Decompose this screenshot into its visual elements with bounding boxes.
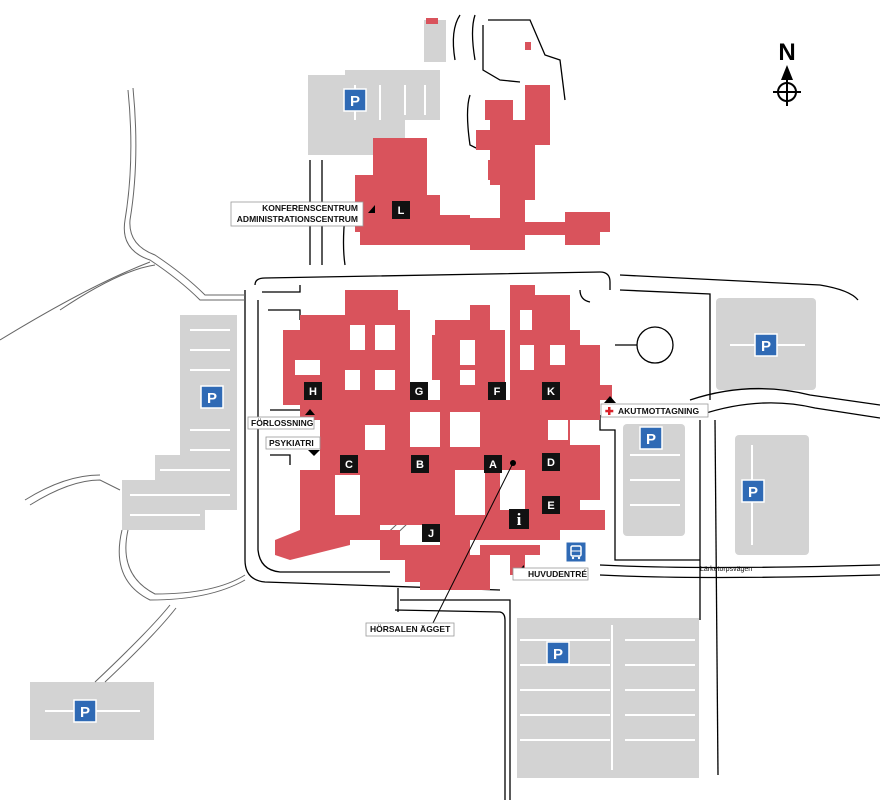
building-marker-label: G bbox=[415, 386, 424, 398]
building-marker-j[interactable]: J bbox=[422, 524, 440, 542]
parking-icon[interactable]: P bbox=[754, 333, 778, 357]
building-marker-label: J bbox=[428, 528, 434, 540]
label-horsalen: HÖRSALEN ÄGGET bbox=[365, 622, 455, 637]
svg-text:KONFERENSCENTRUM: KONFERENSCENTRUM bbox=[262, 203, 358, 213]
building-marker-a[interactable]: A bbox=[484, 455, 502, 473]
red-cross-icon bbox=[605, 407, 614, 415]
building-marker-h[interactable]: H bbox=[304, 382, 322, 400]
parking-icon[interactable]: P bbox=[200, 385, 224, 409]
parking-icon-label: P bbox=[207, 390, 217, 407]
building-marker-g[interactable]: G bbox=[410, 382, 428, 400]
building-marker-label: H bbox=[309, 386, 317, 398]
building-marker-label: A bbox=[489, 459, 497, 471]
svg-text:PSYKIATRI: PSYKIATRI bbox=[269, 438, 314, 448]
label-huvudentre: HUVUDENTRÉ bbox=[512, 567, 589, 581]
parking-icon[interactable]: P bbox=[73, 699, 97, 723]
parking-icon-label: P bbox=[646, 431, 656, 448]
svg-text:HUVUDENTRÉ: HUVUDENTRÉ bbox=[528, 569, 587, 579]
parking-icon-label: P bbox=[748, 484, 758, 501]
building-marker-label: E bbox=[547, 500, 554, 512]
parking-icon-label: P bbox=[761, 338, 771, 355]
label-larketorpsvagen: Lärketorpsvägen bbox=[700, 566, 752, 573]
compass-icon: N bbox=[773, 39, 801, 106]
parking-icon[interactable]: P bbox=[639, 426, 663, 450]
label-akutmottagning: AKUTMOTTAGNING bbox=[600, 403, 709, 418]
building-marker-label: L bbox=[398, 205, 405, 217]
parking-areas bbox=[30, 20, 816, 778]
label-forlossning: FÖRLOSSNING bbox=[247, 416, 315, 430]
svg-text:HÖRSALEN ÄGGET: HÖRSALEN ÄGGET bbox=[370, 624, 451, 634]
label-psykiatri: PSYKIATRI bbox=[265, 436, 321, 450]
building-markers: L H G F K C B A D E J bbox=[304, 201, 560, 542]
building-marker-e[interactable]: E bbox=[542, 496, 560, 514]
parking-icon-label: P bbox=[80, 704, 90, 721]
courtyards bbox=[295, 310, 568, 515]
building-marker-d[interactable]: D bbox=[542, 453, 560, 471]
building-marker-l[interactable]: L bbox=[392, 201, 410, 219]
horsalen-pointer bbox=[431, 460, 516, 626]
building-marker-k[interactable]: K bbox=[542, 382, 560, 400]
building-marker-label: B bbox=[416, 459, 424, 471]
info-icon[interactable]: i bbox=[509, 509, 529, 529]
building-marker-label: D bbox=[547, 457, 555, 469]
parking-icon[interactable]: P bbox=[741, 479, 765, 503]
parking-signs: P P P P P P P bbox=[73, 88, 778, 723]
parking-icon-label: P bbox=[350, 93, 360, 110]
building-marker-f[interactable]: F bbox=[488, 382, 506, 400]
building-marker-label: C bbox=[345, 459, 353, 471]
svg-text:Lärketorpsvägen: Lärketorpsvägen bbox=[700, 566, 752, 573]
building-marker-b[interactable]: B bbox=[411, 455, 429, 473]
svg-text:FÖRLOSSNING: FÖRLOSSNING bbox=[251, 418, 314, 428]
parking-icon-label: P bbox=[553, 646, 563, 663]
building-marker-c[interactable]: C bbox=[340, 455, 358, 473]
svg-text:ADMINISTRATIONSCENTRUM: ADMINISTRATIONSCENTRUM bbox=[237, 214, 358, 224]
parking-icon[interactable]: P bbox=[546, 641, 570, 665]
svg-text:AKUTMOTTAGNING: AKUTMOTTAGNING bbox=[618, 406, 699, 416]
building-marker-label: F bbox=[494, 386, 501, 398]
svg-text:N: N bbox=[778, 39, 795, 66]
svg-text:i: i bbox=[517, 510, 522, 529]
bus-icon[interactable] bbox=[565, 541, 587, 563]
parking-icon[interactable]: P bbox=[343, 88, 367, 112]
building-marker-label: K bbox=[547, 386, 555, 398]
label-konferens: KONFERENSCENTRUM ADMINISTRATIONSCENTRUM bbox=[230, 201, 364, 227]
